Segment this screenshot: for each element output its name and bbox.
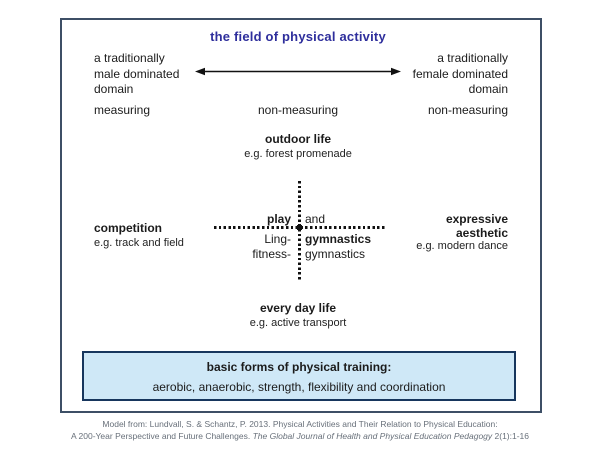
expressive-aesthetic-block: expressive aesthetic e.g. modern dance xyxy=(416,212,508,253)
training-box: basic forms of physical training: aerobi… xyxy=(82,351,516,401)
citation-journal-title: The Global Journal of Health and Physica… xyxy=(252,431,493,441)
outdoor-life-block: outdoor life e.g. forest promenade xyxy=(244,132,352,161)
ling-gymnastics-label: gymnastics xyxy=(305,232,372,246)
and-label: and xyxy=(305,212,326,226)
aesthetic-label: aesthetic xyxy=(455,226,508,240)
expressive-label: expressive xyxy=(445,212,508,226)
outdoor-life-label: outdoor life xyxy=(265,132,331,146)
diagram-title: the field of physical activity xyxy=(210,29,386,44)
measuring-label: measuring xyxy=(94,103,151,117)
vertical-axis-dotted-line xyxy=(298,181,301,280)
everyday-life-block: every day life e.g. active transport xyxy=(250,301,347,330)
citation-line1: Model from: Lundvall, S. & Schantz, P. 2… xyxy=(102,419,498,429)
play-label: play xyxy=(266,212,291,226)
ling-label: Ling- xyxy=(264,232,291,246)
male-dominated-domain-label: a traditionally male dominated domain xyxy=(94,51,180,96)
everyday-life-label: every day life xyxy=(259,301,337,315)
competition-example: e.g. track and field xyxy=(94,236,184,249)
training-box-heading: basic forms of physical training: xyxy=(206,360,392,374)
training-box-items: aerobic, anaerobic, strength, flexibilit… xyxy=(152,380,446,394)
citation-line2-suffix: 2(1):1-16 xyxy=(492,431,530,441)
double-headed-arrow-icon xyxy=(195,67,401,76)
diagram-outer-box: the field of physical activity a traditi… xyxy=(60,18,542,413)
axis-intersection-dot xyxy=(297,225,302,230)
expressive-aesthetic-example: e.g. modern dance xyxy=(416,240,508,252)
citation: Model from: Lundvall, S. & Schantz, P. 2… xyxy=(0,418,600,442)
competition-label: competition xyxy=(94,221,162,235)
competition-block: competition e.g. track and field xyxy=(94,221,184,250)
fitness-gymnastics-label: gymnastics xyxy=(305,247,366,261)
fitness-label: fitness- xyxy=(252,247,291,261)
non-measuring-right-label: non-measuring xyxy=(427,103,508,117)
non-measuring-center-label: non-measuring xyxy=(257,103,339,117)
citation-line2-prefix: A 200-Year Perspective and Future Challe… xyxy=(70,431,253,441)
citation-line2: A 200-Year Perspective and Future Challe… xyxy=(0,430,600,442)
everyday-life-example: e.g. active transport xyxy=(249,316,347,329)
female-dominated-domain-label: a traditionally female dominated domain xyxy=(412,51,508,96)
outdoor-life-example: e.g. forest promenade xyxy=(244,147,352,160)
